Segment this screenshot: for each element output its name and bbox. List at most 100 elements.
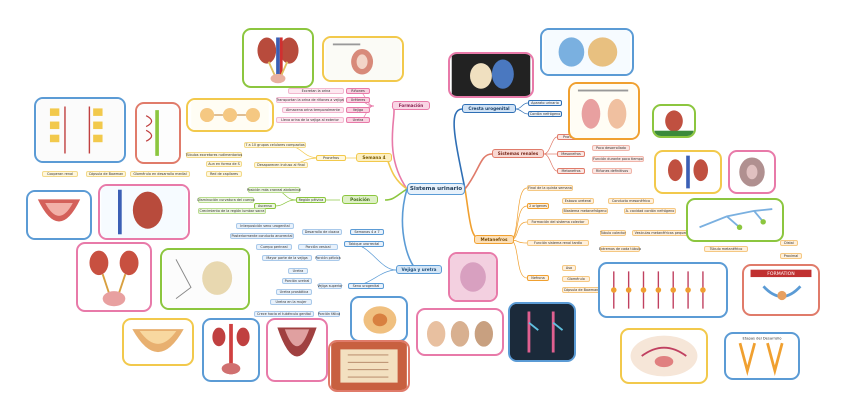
semana4-item[interactable]: Cápsula de Bowman [86, 171, 126, 177]
nephron-sequence-image [598, 262, 728, 318]
vejiga-item[interactable]: Tabique urorrectal [344, 241, 384, 247]
formacion-item[interactable]: Almacena orina temporalmente [282, 107, 344, 113]
branch-posicion[interactable]: Posición [342, 195, 378, 204]
histology-image [328, 340, 410, 392]
sistema-desc[interactable]: Función durante poco tiempo [592, 156, 644, 162]
embryo-cross-image [540, 28, 634, 76]
vejiga-item[interactable]: Porción fálica [317, 311, 341, 317]
sistema-stage[interactable]: Mesonefros [557, 151, 585, 157]
formation-badge-label: FORMATION [767, 271, 795, 277]
mesonephros-image [135, 102, 181, 164]
embryo-lateral-image [620, 328, 708, 384]
metanefros-item[interactable]: Esbozo ureteral [562, 198, 594, 204]
metanefros-item[interactable]: Nefrona [527, 275, 549, 281]
metanefros-item[interactable]: Proximal [780, 253, 802, 259]
formacion-tag[interactable]: Uretra [346, 117, 370, 123]
kidney-cross-image [728, 150, 776, 194]
semana4-item[interactable]: Glomérulo en desarrollo medial [130, 171, 190, 177]
semana4-item[interactable]: Cooperan renal [42, 171, 78, 177]
tubule-diagram-image [186, 98, 274, 132]
vejiga-item[interactable]: Interposición seno urogenital [236, 223, 294, 229]
ureter-stages-image: Etapas del Desarrollo [724, 332, 800, 380]
semanas-node[interactable]: Semanas 4 a 7 [350, 229, 384, 235]
metanefros-item[interactable]: Glomérulo [562, 276, 590, 282]
posicion-item[interactable]: Disminución curvatura del cuerpo [197, 197, 255, 203]
vejiga-item[interactable]: Uretra prostática [276, 289, 312, 295]
metanefros-item[interactable]: Distal [780, 240, 798, 246]
embryo-section-image [350, 296, 408, 342]
cresta-item[interactable]: Aparato urinario [528, 100, 562, 106]
nephron-stages-image [568, 82, 640, 140]
sistema-desc[interactable]: Poco desarrollado [592, 145, 630, 151]
formacion-item[interactable]: Excretan la orina [288, 88, 344, 94]
formation-badge-image: FORMATION [742, 264, 820, 316]
branch-cresta[interactable]: Cresta urogenital [462, 104, 516, 113]
metanefros-item[interactable]: Conducto mesonéfrico [608, 198, 654, 204]
branch-semana4[interactable]: Semana 4 [356, 153, 392, 162]
central-topic[interactable]: Sistema urinario [407, 183, 465, 195]
metanefros-item[interactable]: A. cavidad cordón nefrógeno [624, 208, 676, 214]
urogenital-ridge-image [448, 52, 534, 98]
collecting-duct-image [686, 198, 784, 242]
vejiga-item[interactable]: Desarrollo de cloaca [302, 229, 342, 235]
formacion-tag[interactable]: Riñones [346, 88, 370, 94]
vejiga-item[interactable]: Seno urogenital [348, 283, 384, 289]
sistema-stage[interactable]: Metanefros [557, 168, 585, 174]
vejiga-item[interactable]: Porción vesical [298, 244, 338, 250]
ureteric-bud-image [508, 302, 576, 362]
vejiga-item[interactable]: Crece hacia el tubérculo genital [254, 311, 314, 317]
metanefros-item[interactable]: Formación del sistema colector [527, 219, 589, 225]
metanefros-item[interactable]: Cápsula de Bowman [562, 287, 600, 293]
metanephros-bud-image [448, 252, 498, 302]
region-pelvica[interactable]: Región pélvica [296, 197, 326, 203]
vejiga-item[interactable]: Cuerpo perineal [256, 244, 292, 250]
urinary-tract-image [76, 242, 152, 312]
metanefros-item[interactable]: Vesículas metanéfricas pequeñas [632, 230, 694, 236]
semana4-item[interactable]: Aun en forma de S [206, 161, 242, 167]
vejiga-item[interactable]: Mayor parte de la vejiga [262, 255, 312, 261]
urogenital-sinus-image [160, 248, 250, 310]
metanefros-item[interactable]: Túbulo metanéfrico [704, 246, 748, 252]
pronefros-node[interactable]: Pronefros [316, 155, 346, 161]
sistema-desc[interactable]: Riñones definitivos [592, 168, 632, 174]
metanefros-item[interactable]: Asa [562, 265, 576, 271]
branch-metanefros[interactable]: Metanefros [474, 235, 514, 244]
vejiga-item[interactable]: Porción pélvica [315, 255, 341, 261]
kidney-small-image [652, 104, 696, 138]
formacion-item[interactable]: Lleva orina de la vejiga al exterior [276, 117, 344, 123]
branch-vejiga[interactable]: Vejiga y uretra [396, 265, 442, 274]
metanefros-item[interactable]: Extremos de cada túbulo [598, 246, 642, 252]
kidney-section-image [322, 36, 404, 82]
bladder-image [26, 190, 92, 240]
semana4-item[interactable]: Red de capilares [206, 171, 242, 177]
branch-formacion[interactable]: Formación [392, 101, 430, 110]
formacion-tag[interactable]: Vejiga [346, 107, 370, 113]
semana4-item[interactable]: Túbulos excretores rudimentarios [185, 152, 243, 158]
male-urinary-image [202, 318, 260, 382]
bladder-section-image [122, 318, 194, 366]
branch-sistemas[interactable]: Sistemas renales [492, 149, 544, 158]
metanefros-item[interactable]: 2 orígenes [527, 203, 549, 209]
nephron-development-image [416, 308, 504, 356]
pronephros-diagram-image [34, 97, 126, 163]
formacion-tag[interactable]: Uréteres [346, 97, 370, 103]
metanefros-item[interactable]: Blastema metanefrógeno [562, 208, 608, 214]
vejiga-item[interactable]: Vejiga superior [317, 283, 343, 289]
vejiga-item[interactable]: Uretra [288, 268, 308, 274]
metanefros-item[interactable]: Túbulo colector [600, 230, 626, 236]
formacion-item[interactable]: Transportan la orina de riñones a vejiga [276, 97, 344, 103]
metanefros-item[interactable]: Función sistema renal tardío [527, 240, 589, 246]
semana4-item[interactable]: Desaparecen incluso al final [254, 162, 308, 168]
vejiga-item[interactable]: Uretra en la mujer [270, 299, 312, 305]
vejiga-item[interactable]: Porción uretral [282, 278, 312, 284]
cresta-item[interactable]: Cordón nefrógeno [528, 111, 562, 117]
female-pelvis-image [266, 318, 328, 382]
posicion-item[interactable]: Crecimiento de la región lumbar sacra [198, 208, 266, 214]
semana4-item[interactable]: 7 a 10 grupos celulares compactos [244, 142, 306, 148]
ureter-stages-label: Etapas del Desarrollo [743, 337, 783, 341]
vejiga-item[interactable]: Posteriormente conducto anorrectal [230, 233, 294, 239]
kidney-anatomy-image [242, 28, 314, 88]
posicion-item[interactable]: Posición más craneal abdominal [246, 187, 302, 193]
kidney-ascent-image [98, 184, 190, 240]
metanefros-item[interactable]: Final de la quinta semana [527, 185, 573, 191]
